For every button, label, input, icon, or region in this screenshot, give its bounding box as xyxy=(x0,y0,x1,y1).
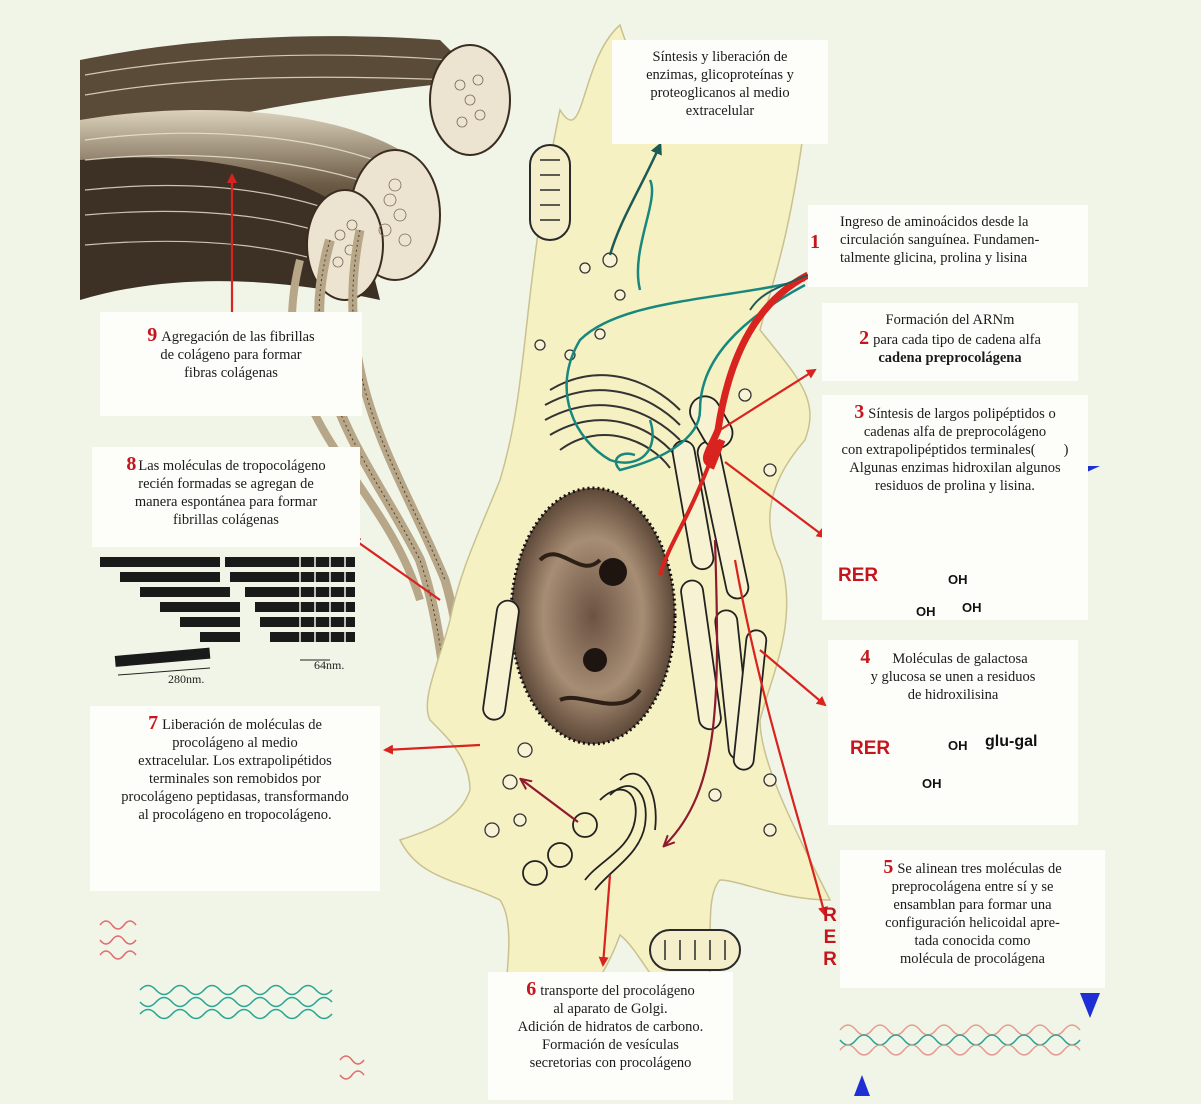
step-5-line-2: preprocolágena entre sí y se xyxy=(850,878,1095,896)
step-4-line-3: de hidroxilisina xyxy=(838,686,1068,704)
step-5-rer-r2: R xyxy=(820,949,840,971)
step-9-line-1-text: Agregación de las fibrillas xyxy=(161,329,314,345)
step-5-rer-r1: R xyxy=(820,905,840,927)
step-8-line-1-text: Las moléculas de tropocolágeno xyxy=(138,458,325,474)
step-6-number: 6 xyxy=(526,978,536,1000)
step-3-line-4: Algunas enzimas hidroxilan algunos xyxy=(832,459,1078,477)
step-2-line-3: cadena preprocolágena xyxy=(832,349,1068,367)
step-4-oh-2: OH xyxy=(922,776,942,791)
step-3-line-5: residuos de prolina y lisina. xyxy=(832,477,1078,495)
step-8-line-4: fibrillas colágenas xyxy=(102,511,350,529)
step-1-line-3: talmente glicina, prolina y lisina xyxy=(818,249,1078,267)
secretion-line-2: enzimas, glicoproteínas y xyxy=(622,66,818,84)
step-7-line-5: procolágeno peptidasas, transformando xyxy=(100,788,370,806)
collagen-fibers-bundle xyxy=(80,36,510,300)
step-3-line-3b: ) xyxy=(1064,442,1069,458)
step-5-rer-e: E xyxy=(820,927,840,949)
step-6-line-5: secretorias con procolágeno xyxy=(498,1054,723,1072)
step-1-number: 1 xyxy=(810,233,820,251)
nucleus xyxy=(511,488,675,744)
step-4-rer-label: RER xyxy=(850,738,890,760)
step-6-line-3: Adición de hidratos de carbono. xyxy=(498,1018,723,1036)
step-7-line-4: terminales son remobidos por xyxy=(100,770,370,788)
step-5-line-1-text: Se alinean tres moléculas de xyxy=(897,861,1061,877)
dimension-64nm: 64nm. xyxy=(314,658,344,673)
step-3-oh-1: OH xyxy=(948,572,968,587)
step-5-line-4: configuración helicoidal apre- xyxy=(850,914,1095,932)
step-4-glu-gal: glu-gal xyxy=(985,733,1037,751)
dimension-280nm: 280nm. xyxy=(168,672,204,687)
step-6-line-1-text: transporte del procolágeno xyxy=(540,983,695,999)
step-4-box: 4 Moléculas de galactosa y glucosa se une… xyxy=(828,640,1078,825)
step-3-number: 3 xyxy=(854,401,864,423)
step-7-line-2: procolágeno al medio xyxy=(100,734,370,752)
secretion-label-box: Síntesis y liberación de enzimas, glicop… xyxy=(612,40,828,144)
step-3-oh-2: OH xyxy=(916,604,936,619)
step-1-line-1: Ingreso de aminoácidos desde la xyxy=(818,213,1078,231)
step-3-line-3: con extrapolipéptidos terminales() xyxy=(832,441,1078,459)
step-4-line-1: 4 Moléculas de galactosa xyxy=(838,648,1068,668)
tropocollagen-helix xyxy=(100,921,364,1079)
step-3-line-3a: con extrapolipéptidos terminales( xyxy=(842,442,1036,458)
step-1-line-2: circulación sanguínea. Fundamen- xyxy=(818,231,1078,249)
step-4-oh-1: OH xyxy=(948,738,968,753)
step-2-line-2-text: para cada tipo de cadena alfa xyxy=(873,332,1041,348)
step-7-line-1-text: Liberación de moléculas de xyxy=(162,717,322,733)
step-5-line-3: ensamblan para formar una xyxy=(850,896,1095,914)
step-5-number: 5 xyxy=(883,856,893,878)
step-4-line-1-text: Moléculas de galactosa xyxy=(892,651,1027,667)
step-7-line-6: al procolágeno en tropocolágeno. xyxy=(100,806,370,824)
secretion-line-1: Síntesis y liberación de xyxy=(622,48,818,66)
step-9-line-2: de colágeno para formar xyxy=(110,346,352,364)
step-8-number: 8 xyxy=(126,453,136,475)
step-3-line-1-text: Síntesis de largos polipéptidos o xyxy=(868,406,1055,422)
step-3-rer-label: RER xyxy=(838,565,878,587)
step-2-number: 2 xyxy=(859,327,869,349)
fibril-banding-diagram xyxy=(100,555,355,675)
mitochondrion-bottom xyxy=(650,930,740,970)
procollagen-triple-helix xyxy=(840,1025,1080,1055)
step-7-line-3: extracelular. Los extrapolipétidos xyxy=(100,752,370,770)
step-7-number: 7 xyxy=(148,712,158,734)
step-8-line-3: manera espontánea para formar xyxy=(102,493,350,511)
step-3-oh-3: OH xyxy=(962,600,982,615)
step-9-number: 9 xyxy=(147,324,157,346)
step-5-line-6: molécula de procolágena xyxy=(850,950,1095,968)
step-3-line-2: cadenas alfa de preprocolágeno xyxy=(832,423,1078,441)
step-6-line-2: al aparato de Golgi. xyxy=(498,1000,723,1018)
mitochondrion-top xyxy=(530,145,570,240)
step-4-number: 4 xyxy=(860,646,870,668)
step-4-line-2: y glucosa se unen a residuos xyxy=(838,668,1068,686)
step-5-line-5: tada conocida como xyxy=(850,932,1095,950)
step-5-rer-label: R E R xyxy=(820,905,840,971)
secretion-line-4: extracelular xyxy=(622,102,818,120)
step-6-line-4: Formación de vesículas xyxy=(498,1036,723,1054)
step-1-box: 1 Ingreso de aminoácidos desde la circul… xyxy=(808,205,1088,287)
step-9-line-3: fibras colágenas xyxy=(110,364,352,382)
step-8-line-2: recién formadas se agregan de xyxy=(102,475,350,493)
secretion-line-3: proteoglicanos al medio xyxy=(622,84,818,102)
